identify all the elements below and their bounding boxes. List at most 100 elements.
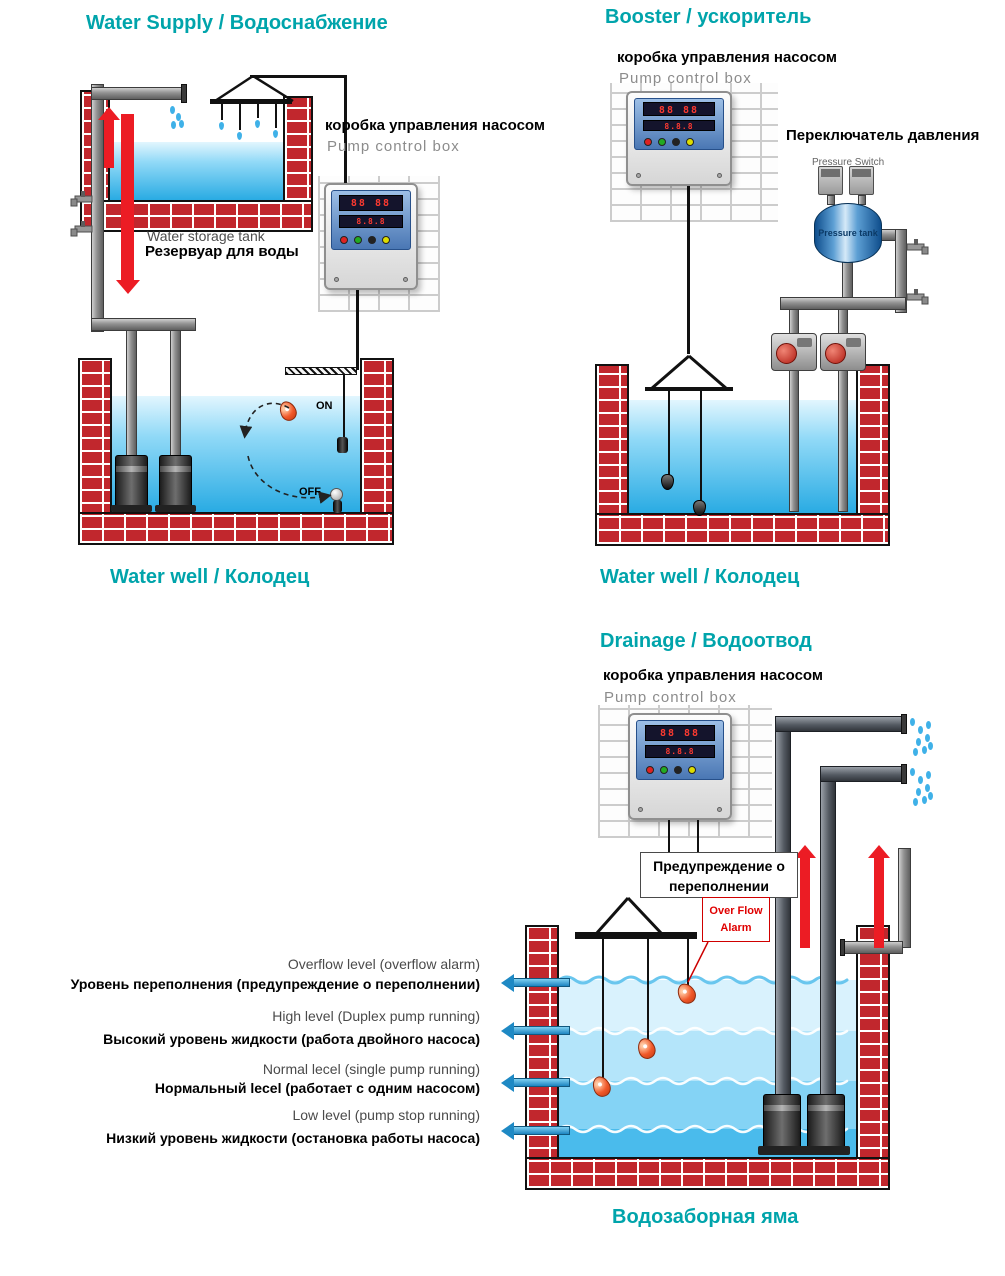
- booster-title: Booster / ускоритель: [605, 6, 812, 28]
- control-cable: [668, 820, 670, 852]
- pressure-tank: Pressure tank: [814, 203, 882, 263]
- float-cable: [602, 939, 604, 1078]
- float-swing-arrows-icon: [239, 402, 332, 504]
- level-arrow-overflow: [513, 978, 570, 987]
- float-hanger-bracket-icon: [594, 896, 664, 936]
- pipe-end-cap: [901, 714, 907, 734]
- submersible-pump: [159, 455, 192, 507]
- led-display: 88 88: [643, 102, 715, 116]
- control-cable: [687, 186, 690, 354]
- water-drop-icon: [237, 132, 242, 140]
- sensor-cable: [700, 390, 702, 502]
- outlet-spray-icon: [910, 768, 915, 776]
- control-box-label-ru: коробка управления насосом: [325, 117, 545, 134]
- inlet-spray-icon: [170, 106, 175, 114]
- control-box-label-en: Pump control box: [619, 70, 752, 87]
- tank-label-ru: Резервуар для воды: [145, 243, 299, 260]
- level-label-overflow-en: Overflow level (overflow alarm): [287, 956, 480, 972]
- discharge-pipe: [820, 766, 836, 1098]
- float-support-beam: [575, 932, 697, 939]
- overflow-alarm-box: Over Flow Alarm: [702, 897, 770, 942]
- well-bottom-wall: [78, 512, 394, 545]
- screw-icon: [334, 277, 339, 282]
- water-well-label: Water well / Колодец: [600, 566, 800, 588]
- faucet-icon: [906, 239, 929, 255]
- well-header-pipe: [91, 318, 196, 331]
- screw-icon: [717, 173, 722, 178]
- faucet-icon: [70, 221, 93, 237]
- sensor-hanger-tripod-icon: [645, 354, 733, 391]
- water-supply-title: Water Supply / Водоснабжение: [86, 12, 388, 34]
- switch-stub-pipe: [827, 195, 835, 205]
- level-sensor: [693, 500, 706, 516]
- discharge-pipe: [775, 716, 791, 1098]
- sensor-cable: [668, 390, 670, 476]
- dropper-line: [239, 104, 241, 130]
- storage-tank-water: [110, 142, 283, 200]
- flow-up-arrow: [800, 858, 810, 948]
- pump-stub-pipe: [789, 309, 799, 335]
- pump-stub-pipe: [838, 309, 848, 335]
- pressure-switch-device: [818, 166, 843, 195]
- led-display-secondary: 8.8.8: [644, 745, 716, 759]
- pit-bottom-wall: [525, 1157, 890, 1190]
- screw-icon: [403, 277, 408, 282]
- inlet-pipe: [843, 941, 903, 954]
- control-buttons: [643, 137, 714, 146]
- pump-control-box-device: 88 88 8.8.8: [324, 183, 418, 290]
- sprinkler-bar: [210, 99, 292, 104]
- level-label-high-ru: Высокий уровень жидкости (работа двойног…: [103, 1031, 480, 1047]
- suction-pipe: [838, 370, 848, 512]
- pressure-switch-device: [849, 166, 874, 195]
- tank-label-en: Water storage tank: [147, 228, 265, 244]
- suction-pipe: [789, 370, 799, 512]
- pump-control-box-device: 88 88 8.8.8: [626, 91, 732, 186]
- alarm-callout-line: [687, 941, 709, 983]
- drainage-title: Drainage / Водоотвод: [600, 630, 812, 652]
- dropper-line: [275, 104, 277, 128]
- led-display: 88 88: [339, 195, 403, 211]
- control-box-label-ru: коробка управления насосом: [603, 667, 823, 684]
- float-switch-cable: [356, 290, 359, 370]
- float-cable: [687, 939, 689, 985]
- faucet-icon: [906, 289, 929, 305]
- led-display-secondary: 8.8.8: [643, 119, 715, 132]
- screw-icon: [717, 807, 722, 812]
- flow-up-arrow: [104, 120, 114, 168]
- level-sensor: [661, 474, 674, 490]
- pit-label: Водозаборная яма: [612, 1206, 799, 1228]
- drainage-pump: [763, 1094, 801, 1148]
- water-band-high: [559, 1031, 856, 1081]
- pressure-switch-label-en: Pressure Switch: [812, 157, 885, 168]
- water-drop-icon: [273, 130, 278, 138]
- float-support-bar: [285, 367, 357, 375]
- float-weight: [333, 500, 342, 513]
- water-drop-icon: [255, 120, 260, 128]
- pump-base: [155, 505, 196, 512]
- pressure-switch-label-ru: Переключатель давления: [786, 127, 980, 144]
- level-label-normal-en: Normal lecel (single pump running): [262, 1061, 480, 1077]
- water-drop-icon: [219, 122, 224, 130]
- drainage-pump: [807, 1094, 845, 1148]
- water-well-label: Water well / Колодец: [110, 566, 310, 588]
- pipe-end-cap: [901, 764, 907, 784]
- control-cable: [250, 75, 346, 78]
- booster-pump: [771, 333, 817, 371]
- level-arrow-low: [513, 1126, 570, 1135]
- pump-base: [111, 505, 152, 512]
- level-label-normal-ru: Нормальный lecel (работает с одним насос…: [154, 1080, 480, 1096]
- float-on-label: ON: [316, 400, 333, 412]
- screw-icon: [636, 173, 641, 178]
- well-water: [629, 400, 856, 513]
- booster-pump: [820, 333, 866, 371]
- control-buttons: [340, 236, 402, 245]
- tank-stub-pipe: [842, 261, 853, 299]
- pipe-end-cap: [181, 84, 187, 103]
- pump-base: [802, 1146, 850, 1155]
- pump-base: [758, 1146, 806, 1155]
- led-display: 88 88: [644, 725, 716, 741]
- control-cable: [697, 820, 699, 852]
- control-panel: 88 88 8.8.8: [636, 720, 724, 780]
- float-cable: [647, 939, 649, 1040]
